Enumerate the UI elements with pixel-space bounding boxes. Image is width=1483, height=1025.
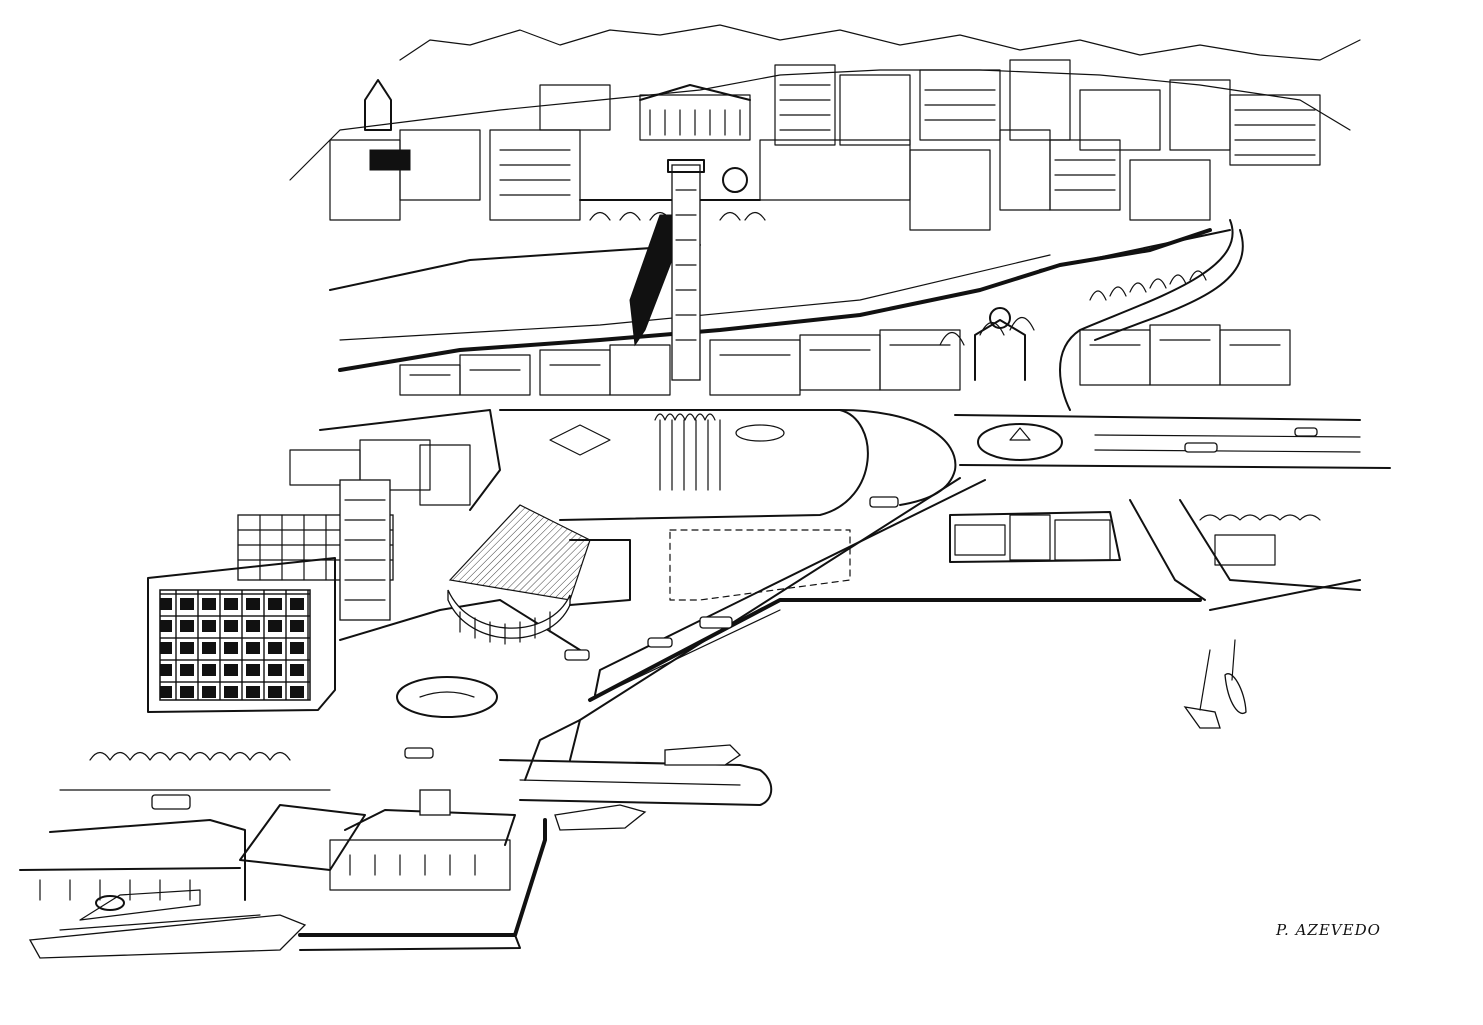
plaza-and-roads — [499, 409, 1391, 761]
right-waterfront-complex — [949, 499, 1361, 611]
rotunda-market — [447, 504, 631, 645]
escarpment — [329, 219, 1244, 411]
harbor-waterfront — [19, 598, 1202, 951]
boats — [28, 427, 1318, 959]
lower-town-row — [399, 307, 1291, 396]
elevator-tower — [629, 159, 705, 381]
artist-signature: P. AZEVEDO — [1276, 921, 1381, 939]
upper-town-skyline — [289, 24, 1361, 231]
